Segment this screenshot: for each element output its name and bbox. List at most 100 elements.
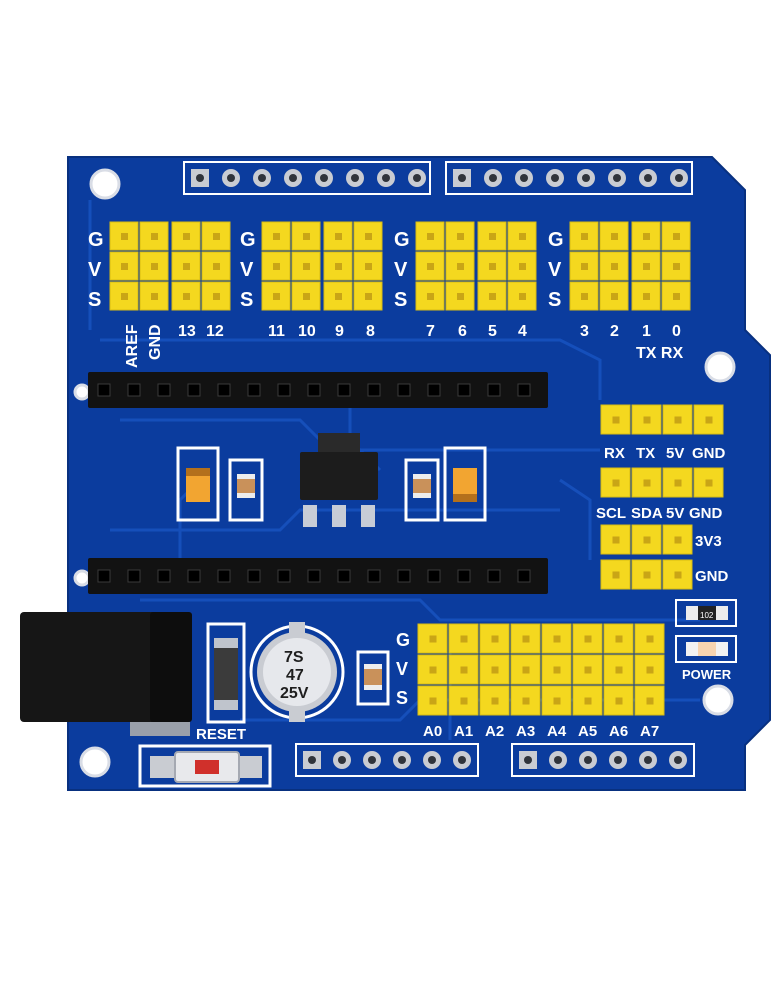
pin-tip xyxy=(611,293,618,300)
pin-tip xyxy=(491,697,499,705)
reset-button[interactable] xyxy=(138,744,272,788)
pin-label: 4 xyxy=(518,323,527,340)
pin-tip xyxy=(457,263,464,270)
pin-tip xyxy=(674,416,682,424)
gvs-label: S xyxy=(548,289,561,311)
analog-pin-label: A1 xyxy=(454,723,473,740)
pin-hole xyxy=(413,174,421,182)
power-led: 102 xyxy=(675,599,737,663)
pin-label: GND xyxy=(147,324,164,360)
pin-tip xyxy=(491,635,499,643)
pin-tip xyxy=(646,697,654,705)
header-pin xyxy=(510,654,541,685)
gvs-label: G xyxy=(240,229,256,251)
pin-tip xyxy=(183,293,190,300)
gvs-label: G xyxy=(394,229,410,251)
pin-hole xyxy=(554,756,562,764)
pin-tip xyxy=(553,666,561,674)
socket-hole xyxy=(487,569,501,583)
uart-label: RX xyxy=(604,445,625,462)
pin-tip xyxy=(673,293,680,300)
serial-label: TX RX xyxy=(636,345,683,362)
socket-hole xyxy=(337,569,351,583)
pin-tip xyxy=(460,697,468,705)
pin-tip xyxy=(151,233,158,240)
analog-pin-label: A4 xyxy=(547,723,567,740)
pin-tip xyxy=(522,697,530,705)
socket-hole xyxy=(397,569,411,583)
diode xyxy=(206,622,246,724)
pin-hole xyxy=(320,174,328,182)
pin-tip xyxy=(519,263,526,270)
pin-hole xyxy=(582,174,590,182)
capacitor-marking-3: 25V xyxy=(280,685,309,702)
pin-hole xyxy=(614,756,622,764)
pin-tip xyxy=(121,263,128,270)
pin-tip xyxy=(643,263,650,270)
pin-tip xyxy=(365,233,372,240)
pin-label: 9 xyxy=(335,323,344,340)
digital-gvs-headers xyxy=(109,221,691,311)
pin-tip xyxy=(273,233,280,240)
gvs-label: V xyxy=(88,259,102,281)
pin-tip xyxy=(335,263,342,270)
pin-hole xyxy=(258,174,266,182)
header-pin xyxy=(569,221,599,251)
header-pin xyxy=(634,654,665,685)
pin-tip xyxy=(643,233,650,240)
pin-tip xyxy=(183,233,190,240)
mounting-hole xyxy=(89,168,121,200)
electrolytic-capacitor: 7S 47 25V xyxy=(249,622,345,722)
pin-label: 11 xyxy=(268,323,285,340)
capacitor-marking-1: 7S xyxy=(284,649,304,666)
socket-hole xyxy=(187,383,201,397)
pin-tip xyxy=(705,479,713,487)
gvs-label: V xyxy=(240,259,254,281)
pin-tip xyxy=(584,666,592,674)
header-pin xyxy=(662,559,693,590)
pin-tip xyxy=(429,635,437,643)
gvs-label: V xyxy=(394,259,408,281)
dc-barrel-jack xyxy=(20,612,192,736)
pin-hole xyxy=(382,174,390,182)
socket-hole xyxy=(457,383,471,397)
top-pin-pads xyxy=(183,161,693,195)
pin-tip xyxy=(273,293,280,300)
socket-hole xyxy=(367,569,381,583)
pin-hole xyxy=(458,174,466,182)
socket-hole xyxy=(127,569,141,583)
smd-capacitors xyxy=(176,446,487,706)
pin-label: 8 xyxy=(366,323,375,340)
pin-label: 13 xyxy=(178,323,196,340)
nano-socket-lower xyxy=(88,558,548,594)
pin-hole xyxy=(428,756,436,764)
right-headers xyxy=(600,404,724,590)
socket-hole xyxy=(127,383,141,397)
header-pin xyxy=(477,221,507,251)
pin-label: 0 xyxy=(672,323,681,340)
pin-tip xyxy=(489,293,496,300)
gvs-label: S xyxy=(88,289,101,311)
pin-tip xyxy=(365,293,372,300)
pin-tip xyxy=(612,479,620,487)
pin-tip xyxy=(584,635,592,643)
pin-tip xyxy=(457,233,464,240)
pin-tip xyxy=(553,697,561,705)
analog-pin-label: A2 xyxy=(485,723,504,740)
socket-hole xyxy=(217,383,231,397)
mounting-hole xyxy=(79,746,111,778)
pin-hole xyxy=(551,174,559,182)
pin-tip xyxy=(519,233,526,240)
socket-hole xyxy=(487,383,501,397)
uart-label: 5V xyxy=(666,445,684,462)
pin-tip xyxy=(213,263,220,270)
pin-hole xyxy=(351,174,359,182)
socket-hole xyxy=(157,569,171,583)
pin-tip xyxy=(429,666,437,674)
pin-hole xyxy=(227,174,235,182)
pin-tip xyxy=(615,635,623,643)
socket-hole xyxy=(247,383,261,397)
pin-label: 1 xyxy=(642,323,651,340)
analog-pin-label: A5 xyxy=(578,723,597,740)
gvs-label: G xyxy=(396,630,410,650)
